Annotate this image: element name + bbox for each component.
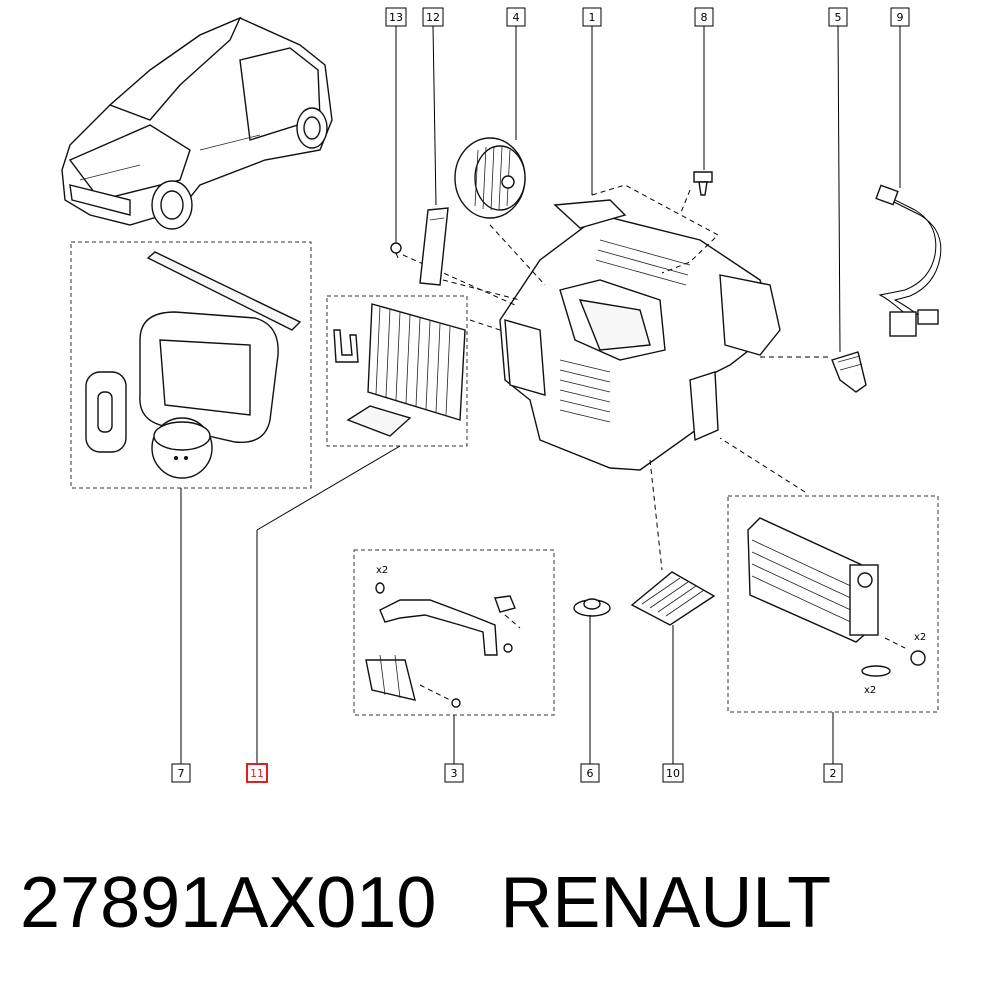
callout-2[interactable]: 2 — [823, 763, 843, 783]
heater-pipe-assembly — [365, 582, 521, 708]
svg-text:5: 5 — [835, 11, 842, 24]
cabin-filter-parts — [333, 303, 466, 437]
svg-text:10: 10 — [666, 767, 680, 780]
svg-text:8: 8 — [701, 11, 708, 24]
part-10-grille — [630, 571, 716, 626]
svg-text:4: 4 — [513, 11, 520, 24]
svg-text:2: 2 — [830, 767, 837, 780]
svg-text:12: 12 — [426, 11, 440, 24]
callout-10[interactable]: 10 — [662, 763, 684, 783]
callout-1[interactable]: 1 — [582, 7, 602, 27]
part-8-screw — [693, 171, 713, 196]
group-2-screw-quantity: x2 — [914, 632, 926, 643]
part-12-filter-cartridge — [419, 207, 449, 286]
exploded-parts-diagram: x2 x2 — [61, 7, 942, 783]
group-11-frame — [326, 295, 468, 447]
part-5-resistor — [831, 351, 867, 393]
part-4-blower-motor — [454, 137, 526, 219]
svg-text:9: 9 — [897, 11, 904, 24]
callout-5[interactable]: 5 — [828, 7, 848, 27]
group-2-seal-quantity: x2 — [864, 685, 876, 696]
svg-text:1: 1 — [589, 11, 596, 24]
group-3-quantity: x2 — [376, 565, 388, 576]
part-9-wiring-harness — [875, 184, 942, 337]
svg-text:6: 6 — [587, 767, 594, 780]
svg-text:11: 11 — [250, 767, 264, 780]
svg-text:13: 13 — [389, 11, 403, 24]
callout-4[interactable]: 4 — [506, 7, 526, 27]
group-2-frame — [727, 495, 939, 713]
callout-12[interactable]: 12 — [422, 7, 444, 27]
callout-7[interactable]: 7 — [171, 763, 191, 783]
callout-9[interactable]: 9 — [890, 7, 910, 27]
car-illustration — [61, 16, 333, 230]
callout-8[interactable]: 8 — [694, 7, 714, 27]
svg-text:7: 7 — [178, 767, 185, 780]
part-number: 27891AX010 — [20, 863, 437, 943]
svg-text:3: 3 — [451, 767, 458, 780]
screw-and-seal — [861, 637, 926, 677]
callout-13[interactable]: 13 — [385, 7, 407, 27]
group-7-frame — [70, 241, 312, 489]
seal-kit-parts — [85, 251, 302, 479]
callout-11[interactable]: 11 — [246, 763, 268, 783]
footer-caption: 27891AX010 RENAULT — [20, 858, 980, 948]
part-13-clip — [390, 242, 402, 259]
heater-core — [747, 517, 879, 643]
callout-6[interactable]: 6 — [580, 763, 600, 783]
callout-3[interactable]: 3 — [444, 763, 464, 783]
part-6-cap — [573, 598, 611, 617]
brand-name: RENAULT — [500, 863, 832, 943]
hvac-housing — [499, 199, 781, 471]
